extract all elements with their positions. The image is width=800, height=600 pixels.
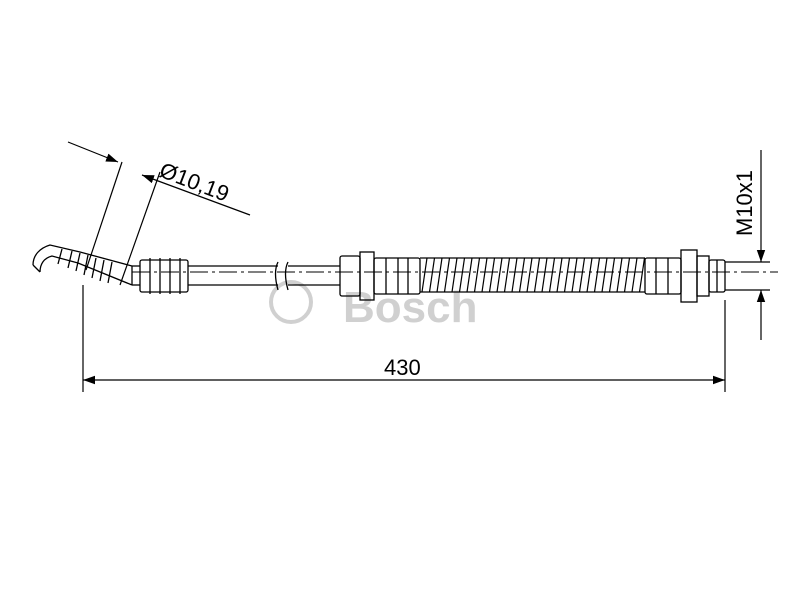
spring-coil	[593, 257, 601, 293]
spring-coil	[458, 257, 466, 293]
spring-coil	[511, 257, 518, 293]
watermark: Bosch	[269, 280, 477, 332]
spring-coil	[436, 257, 443, 293]
spring-coil	[616, 257, 623, 293]
spring-coil	[503, 257, 511, 293]
hose-body-left	[131, 258, 340, 294]
spring-armour	[420, 257, 646, 293]
spring-coil	[631, 257, 638, 293]
spring-coil	[548, 257, 556, 293]
spring-coil	[586, 257, 593, 293]
spring-coil	[638, 257, 646, 293]
spring-coil	[488, 257, 496, 293]
spring-coil	[563, 257, 571, 293]
thread-label: M10x1	[732, 170, 757, 236]
spring-coil	[481, 257, 488, 293]
spring-coil	[608, 257, 616, 293]
spring-coil	[526, 257, 533, 293]
spring-coil	[473, 257, 481, 293]
spring-coil	[556, 257, 563, 293]
right-end-fitting	[644, 249, 726, 303]
spring-coil	[496, 257, 503, 293]
spring-coil	[541, 257, 548, 293]
spring-coil	[451, 257, 458, 293]
spring-coil	[466, 257, 473, 293]
spring-coil	[571, 257, 578, 293]
spring-coil	[443, 257, 451, 293]
length-dimension	[82, 285, 726, 392]
spring-coil	[518, 257, 526, 293]
bent-end-fitting	[32, 244, 133, 286]
spring-coil	[533, 257, 541, 293]
watermark-text: Bosch	[343, 283, 477, 332]
spring-coil	[428, 257, 436, 293]
spring-coil	[578, 257, 586, 293]
thread-dimension	[725, 150, 770, 340]
diameter-dimension	[67, 141, 251, 286]
length-label: 430	[384, 355, 421, 380]
middle-fitting	[339, 251, 421, 301]
spring-coil	[623, 257, 631, 293]
diameter-label: Ø10,19	[156, 157, 232, 206]
spring-coil	[601, 257, 608, 293]
spring-coil	[421, 257, 428, 293]
